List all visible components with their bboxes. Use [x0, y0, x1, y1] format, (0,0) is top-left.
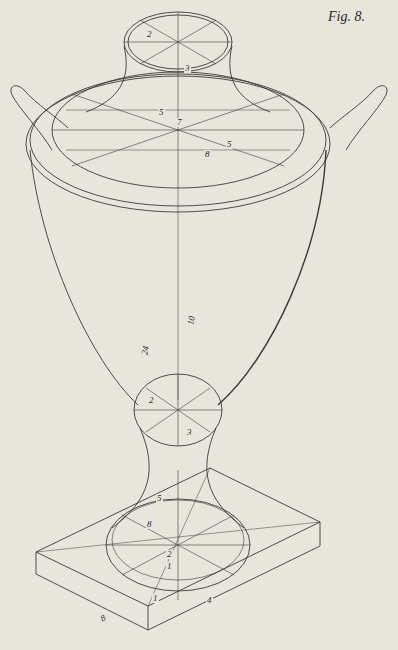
dimension-number: 24 — [140, 344, 151, 356]
dimension-number: 2 — [148, 396, 155, 405]
dimension-number: 8 — [98, 613, 108, 624]
figure-title: Fig. 8. — [328, 10, 365, 24]
dimension-number: 8 — [146, 520, 153, 529]
dimension-number: 5 — [156, 494, 163, 503]
dimension-number: 5 — [158, 108, 165, 117]
dimension-number: 2 — [166, 550, 173, 559]
dimension-number: 1 — [152, 594, 159, 603]
dimension-number: 3 — [184, 64, 191, 73]
dimension-number: 4 — [206, 596, 213, 605]
dimension-number: 8 — [204, 150, 211, 159]
dimension-number: 5 — [226, 140, 233, 149]
dimension-number: 1 — [166, 562, 173, 571]
dimension-number: 3 — [186, 428, 193, 437]
dimension-number: 10 — [186, 314, 197, 326]
dimension-number: 2 — [146, 30, 153, 39]
dimension-number: 7 — [176, 118, 183, 127]
